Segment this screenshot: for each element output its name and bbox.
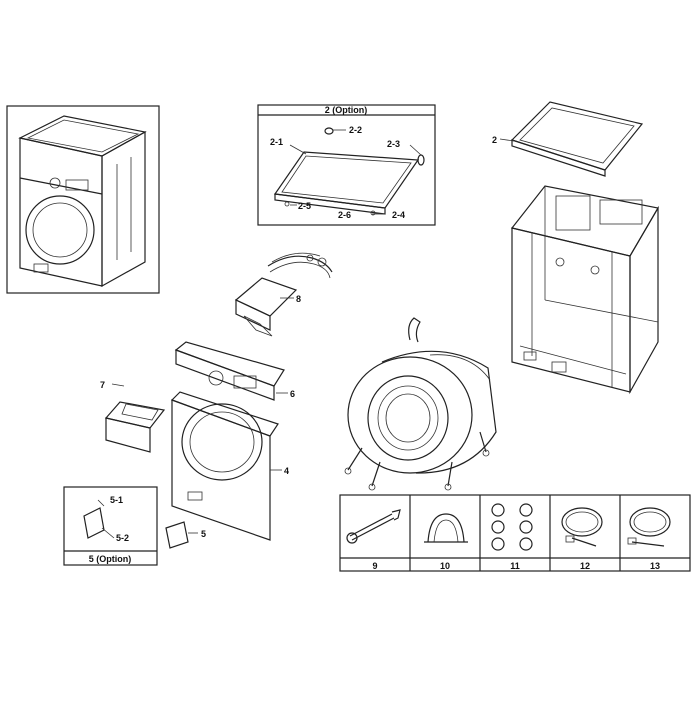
hose-hanger-icon bbox=[424, 513, 468, 543]
accessory-label-11: 11 bbox=[510, 561, 520, 571]
callout-5: 5 bbox=[201, 529, 206, 539]
top-cover-part: 2 bbox=[492, 101, 644, 177]
filter-cover-part: 5 bbox=[165, 521, 206, 549]
callout-2-2: 2-2 bbox=[349, 125, 362, 135]
callout-7: 7 bbox=[100, 380, 105, 390]
bottom-option-title: 5 (Option) bbox=[89, 554, 132, 564]
inlet-hose-icon bbox=[561, 507, 603, 547]
accessory-label-13: 13 bbox=[650, 561, 660, 571]
top-cover-option-box: 2 (Option) 2-1 2-2 2-3 2-5 2-6 2-4 bbox=[257, 104, 436, 226]
callout-5-1: 5-1 bbox=[110, 495, 123, 505]
caps-icon bbox=[491, 503, 533, 551]
front-panel-door-part: 4 bbox=[170, 391, 289, 541]
filter-cover-option-box: 5-1 5-2 5 (Option) bbox=[63, 486, 158, 566]
accessory-table: 9 10 11 12 13 bbox=[339, 494, 691, 572]
callout-2-6: 2-6 bbox=[338, 210, 351, 220]
callout-2-5: 2-5 bbox=[298, 201, 311, 211]
accessory-label-10: 10 bbox=[440, 561, 450, 571]
tub-drum-assembly bbox=[344, 317, 497, 491]
assembled-washer-view bbox=[6, 105, 160, 294]
control-panel-part: 6 bbox=[174, 341, 295, 401]
cabinet-frame bbox=[510, 185, 659, 395]
callout-2-3: 2-3 bbox=[387, 139, 400, 149]
callout-5-2: 5-2 bbox=[116, 533, 129, 543]
callout-4: 4 bbox=[284, 466, 289, 476]
water-valve-hose-assembly: 8 bbox=[234, 252, 333, 337]
callout-8: 8 bbox=[296, 294, 301, 304]
top-option-title: 2 (Option) bbox=[325, 105, 368, 115]
callout-2-4: 2-4 bbox=[392, 210, 405, 220]
detergent-drawer-part: 7 bbox=[100, 380, 166, 453]
accessory-label-9: 9 bbox=[372, 561, 377, 571]
callout-6: 6 bbox=[290, 389, 295, 399]
wrench-icon bbox=[346, 509, 401, 544]
callout-2: 2 bbox=[492, 135, 497, 145]
accessory-label-12: 12 bbox=[580, 561, 590, 571]
callout-2-1: 2-1 bbox=[270, 137, 283, 147]
inlet-hose-2-icon bbox=[627, 507, 671, 547]
